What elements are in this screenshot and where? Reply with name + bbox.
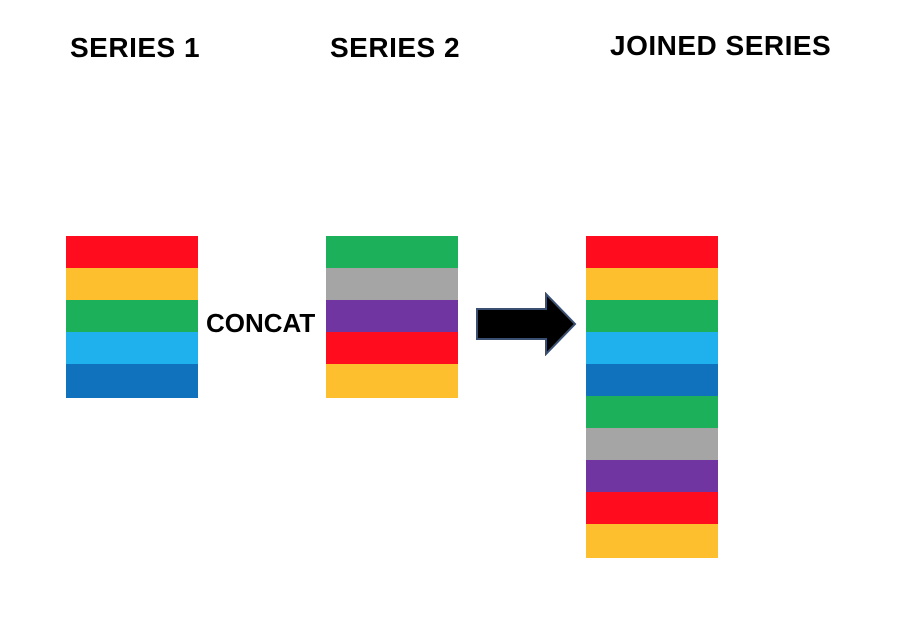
band-10 bbox=[586, 524, 718, 558]
right-arrow-shape bbox=[476, 292, 577, 356]
series-1-title: SERIES 1 bbox=[70, 32, 201, 63]
band-2 bbox=[326, 268, 458, 300]
band-1 bbox=[586, 236, 718, 268]
band-8 bbox=[586, 460, 718, 492]
band-4 bbox=[326, 332, 458, 364]
series-2-title: SERIES 2 bbox=[330, 32, 461, 63]
band-2 bbox=[66, 268, 198, 300]
band-5 bbox=[66, 364, 198, 398]
band-1 bbox=[326, 236, 458, 268]
series-2-stack bbox=[326, 236, 458, 398]
band-3 bbox=[586, 300, 718, 332]
band-3 bbox=[66, 300, 198, 332]
band-5 bbox=[586, 364, 718, 396]
right-arrow-icon bbox=[476, 292, 577, 356]
band-4 bbox=[66, 332, 198, 364]
concat-label: CONCAT bbox=[206, 308, 316, 338]
band-6 bbox=[586, 396, 718, 428]
series-1-stack bbox=[66, 236, 198, 398]
joined-series-stack bbox=[586, 236, 718, 558]
band-4 bbox=[586, 332, 718, 364]
band-5 bbox=[326, 364, 458, 398]
band-9 bbox=[586, 492, 718, 524]
band-7 bbox=[586, 428, 718, 460]
band-2 bbox=[586, 268, 718, 300]
band-3 bbox=[326, 300, 458, 332]
band-1 bbox=[66, 236, 198, 268]
joined-series-title: JOINED SERIES bbox=[610, 30, 832, 61]
